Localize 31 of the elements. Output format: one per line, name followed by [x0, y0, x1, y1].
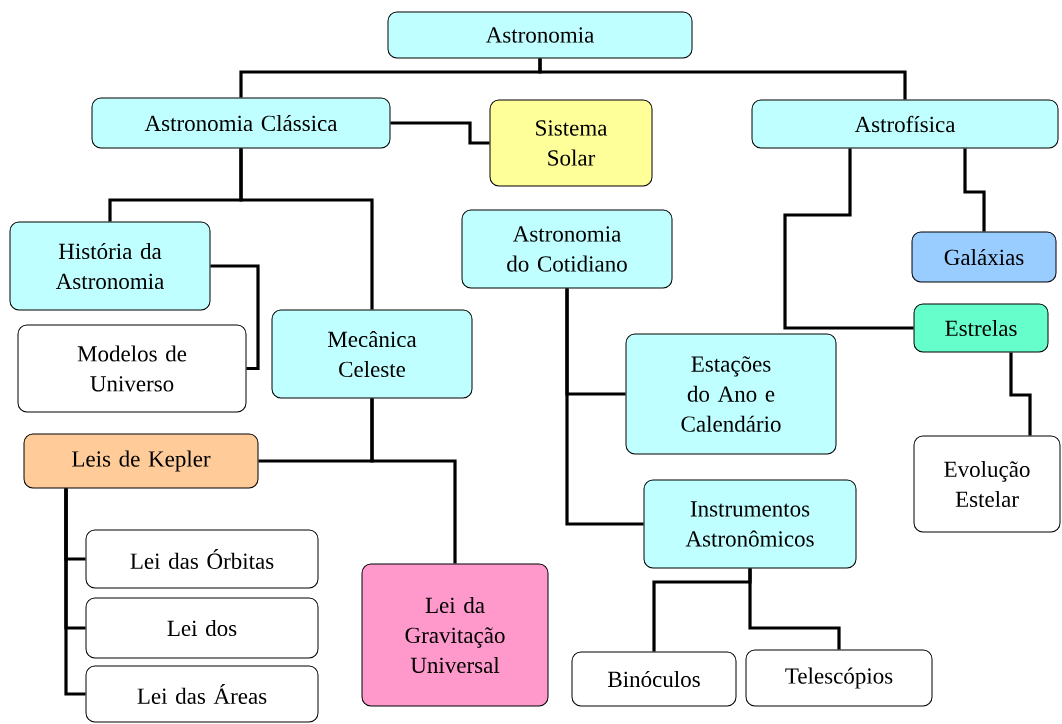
- concept-box: Evolução Estelar: [913, 435, 1061, 533]
- concept-box: Instrumentos Astronômicos: [643, 479, 857, 569]
- concept-box: Mecânica Celeste: [271, 309, 473, 399]
- concept-box: Estrelas: [913, 303, 1049, 353]
- concept-box: Astrofísica: [751, 99, 1059, 149]
- concept-box: Lei dos: [85, 597, 319, 659]
- concept-box: Telescópios: [745, 649, 933, 707]
- connector-line: [239, 148, 374, 310]
- connector-line: [64, 488, 86, 696]
- concept-box: Astronomia: [387, 11, 693, 59]
- concept-box: Lei das Órbitas: [85, 529, 319, 589]
- concept-box: Astronomia do Cotidiano: [461, 209, 673, 289]
- connector-line: [565, 288, 644, 526]
- connector-line: [1009, 352, 1032, 436]
- concept-box: História da Astronomia: [9, 221, 211, 311]
- concept-box: Leis de Kepler: [23, 433, 259, 489]
- concept-box: Lei das Áreas: [85, 665, 319, 723]
- concept-box: Astronomia Clássica: [91, 97, 391, 149]
- concept-box: Binóculos: [571, 651, 737, 707]
- connector-line: [390, 121, 490, 145]
- connector-line: [538, 58, 907, 100]
- connector-line: [963, 148, 986, 232]
- concept-box: Modelos de Universo: [17, 324, 247, 413]
- concept-box: Lei da Gravitação Universal: [361, 563, 549, 707]
- concept-box: Sistema Solar: [489, 99, 653, 187]
- concept-box: Galáxias: [911, 231, 1057, 283]
- connector-line: [210, 264, 260, 371]
- connector-line: [370, 398, 457, 564]
- connector-line: [748, 568, 841, 650]
- connector-line: [783, 148, 914, 330]
- concept-box: Estações do Ano e Calendário: [625, 333, 837, 455]
